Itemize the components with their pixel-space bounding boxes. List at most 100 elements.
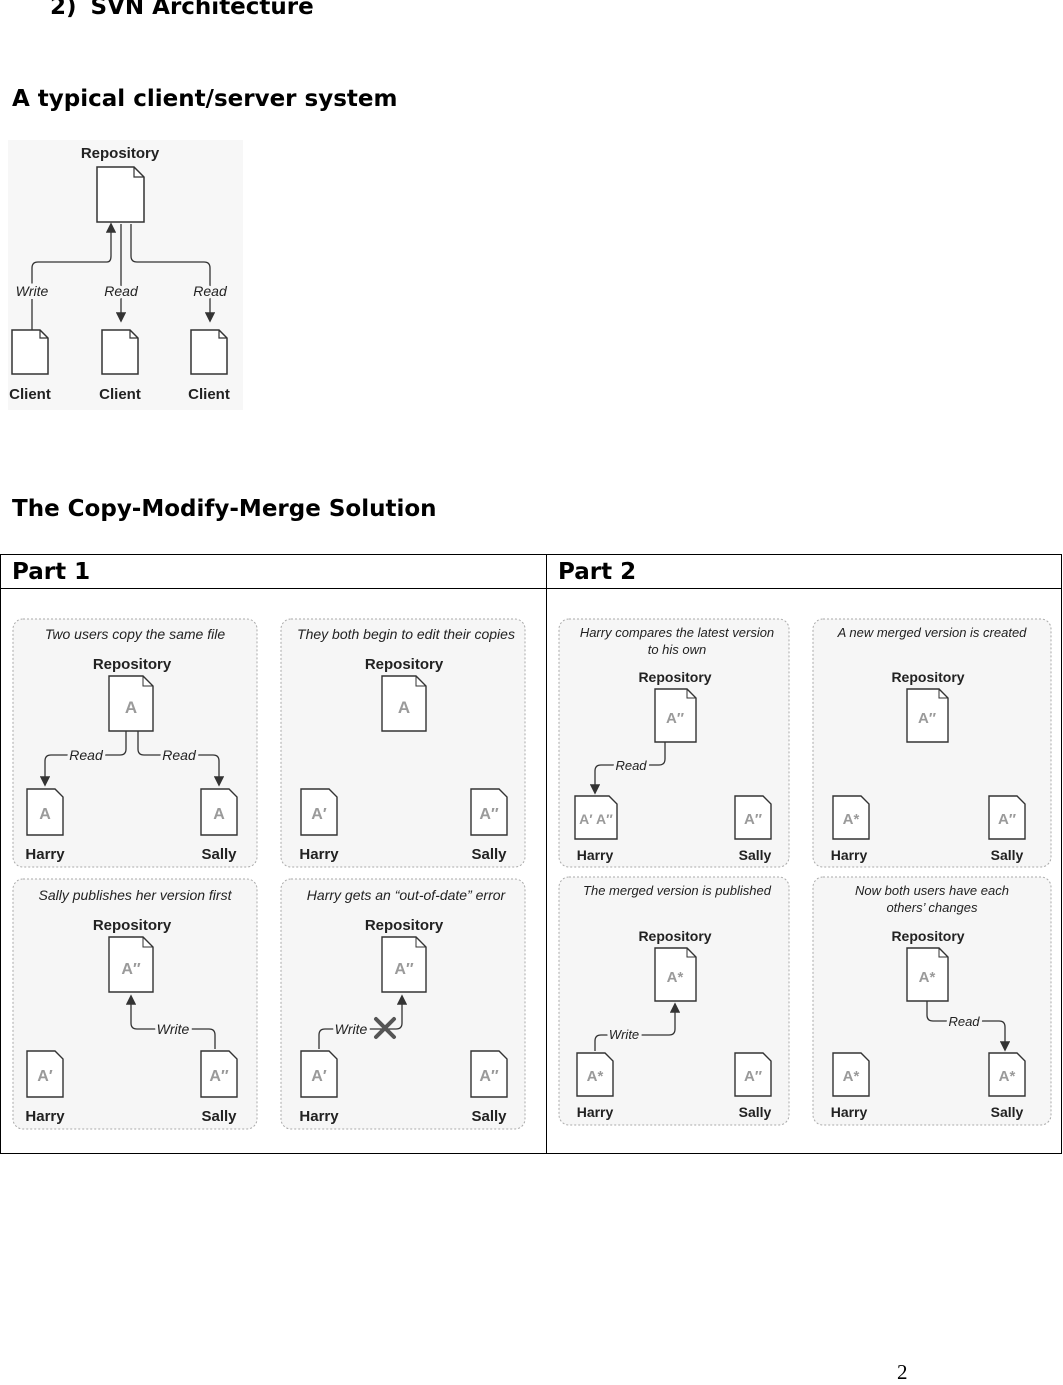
repo-doc-version: A* [919, 969, 936, 986]
write-label: Write [157, 1021, 190, 1037]
panel-merged-published: The merged version is published Reposito… [558, 876, 790, 1126]
section-number: 2) [50, 0, 77, 20]
repo-doc-version: A″ [666, 710, 684, 727]
harry-label: Harry [299, 1108, 339, 1125]
repository-label: Repository [93, 656, 172, 673]
harry-label: Harry [577, 847, 614, 863]
panel-caption: Sally publishes her version first [39, 887, 233, 903]
repo-doc-version: A [125, 698, 137, 717]
panel-caption: A new merged version is created [837, 625, 1028, 640]
read-label-bg: Read [615, 758, 647, 773]
sally-doc-version: A [213, 806, 225, 823]
sally-label: Sally [739, 1104, 772, 1120]
sally-doc-version: A″ [479, 806, 499, 823]
harry-doc-version: A* [843, 811, 860, 828]
sally-label: Sally [991, 1104, 1024, 1120]
panel-caption-line2: others’ changes [886, 900, 978, 915]
repo-doc-version: A* [667, 969, 684, 986]
harry-label: Harry [831, 1104, 868, 1120]
section-title: SVN Architecture [90, 0, 314, 20]
harry-label: Harry [831, 847, 868, 863]
read-label-2: Read [193, 283, 228, 299]
repo-doc-version: A″ [918, 710, 936, 727]
client-doc-icon-3 [190, 329, 228, 375]
part1-header: Part 1 [0, 554, 547, 589]
sally-label: Sally [201, 846, 237, 863]
panel-caption-line1: Harry compares the latest version [580, 625, 774, 640]
write-label: Write [609, 1027, 639, 1042]
client-doc-icon-2 [101, 329, 139, 375]
harry-doc-version: A′ [311, 1068, 327, 1085]
panel-harry-compares: Harry compares the latest version to his… [558, 618, 790, 868]
write-label-text: Write [16, 283, 49, 299]
harry-doc-version: A* [587, 1068, 604, 1085]
harry-label: Harry [577, 1104, 614, 1120]
client-label-2: Client [99, 386, 141, 403]
panel-caption-line2: to his own [648, 642, 707, 657]
copy-modify-merge-table: Part 1 Part 2 Two users copy the same fi… [0, 554, 1062, 1154]
write-label: Write [335, 1021, 368, 1037]
repo-doc-version: A″ [394, 961, 414, 978]
panel-both-have-changes: Now both users have each others’ changes… [812, 876, 1052, 1126]
repository-label: Repository [891, 669, 964, 685]
harry-doc-version: A′ [311, 806, 327, 823]
panel-two-users-copy: Two users copy the same file Repository … [12, 618, 258, 868]
panel-both-edit: They both begin to edit their copies Rep… [280, 618, 526, 868]
repo-doc-version: A″ [121, 961, 141, 978]
read-label-2-bg: Read [193, 283, 228, 299]
harry-label: Harry [299, 846, 339, 863]
client-doc-icon-1 [11, 329, 49, 375]
sally-doc-version: A″ [744, 811, 762, 828]
part2-cell: Harry compares the latest version to his… [546, 588, 1062, 1154]
sally-doc-version: A″ [479, 1068, 499, 1085]
repository-label: Repository [638, 669, 711, 685]
copy-modify-merge-title: The Copy-Modify-Merge Solution [12, 496, 437, 522]
panel-caption: Harry gets an “out-of-date” error [307, 887, 507, 903]
sally-doc-version: A″ [209, 1068, 229, 1085]
harry-doc-version: A [39, 806, 51, 823]
sally-label: Sally [739, 847, 772, 863]
error-x-icon [374, 1017, 396, 1039]
panel-caption: Two users copy the same file [45, 626, 225, 642]
sally-doc-version: A″ [998, 811, 1016, 828]
client-label-3: Client [188, 386, 230, 403]
read-label-right-text: Read [162, 747, 197, 763]
read-label-right: Read [162, 747, 197, 763]
panel-sally-publishes: Sally publishes her version first Reposi… [12, 878, 258, 1130]
read-label-bg: Read [948, 1014, 980, 1029]
harry-doc-version: A* [843, 1068, 860, 1085]
sally-doc-version: A″ [744, 1068, 762, 1085]
panel-merged-created: A new merged version is created Reposito… [812, 618, 1052, 868]
repo-doc-version: A [398, 698, 410, 717]
repository-label: Repository [81, 145, 160, 162]
write-label: Write [16, 283, 49, 299]
part1-cell: Two users copy the same file Repository … [0, 588, 547, 1154]
harry-doc-version: A′ [37, 1068, 53, 1085]
page-number: 2 [897, 1360, 908, 1384]
client-server-title: A typical client/server system [12, 86, 398, 112]
repository-label: Repository [365, 917, 444, 934]
repository-label: Repository [891, 928, 964, 944]
sally-label: Sally [201, 1108, 237, 1125]
panel-out-of-date: Harry gets an “out-of-date” error Reposi… [280, 878, 526, 1130]
read-label-1-bg: Read [104, 283, 139, 299]
section-heading: 2) SVN Architecture [50, 0, 314, 20]
write-label-bg: Write [157, 1021, 190, 1037]
client-server-diagram: Repository Write Write Read Read Read Re… [8, 140, 243, 410]
read-label-left: Read [69, 747, 104, 763]
write-label-bg: Write [335, 1021, 368, 1037]
repository-label: Repository [365, 656, 444, 673]
harry-label: Harry [25, 846, 65, 863]
harry-doc-version: A′ A″ [579, 811, 613, 827]
panel-caption: They both begin to edit their copies [297, 626, 515, 642]
client-label-1: Client [9, 386, 51, 403]
part1-diagram: Two users copy the same file Repository … [12, 618, 526, 1130]
repository-doc-icon [96, 166, 145, 223]
part2-header: Part 2 [546, 554, 1062, 589]
repository-label: Repository [638, 928, 711, 944]
read-label-left-text: Read [69, 747, 104, 763]
repository-label: Repository [93, 917, 172, 934]
sally-doc-version: A* [999, 1068, 1016, 1085]
read-label: Read [948, 1014, 980, 1029]
sally-label: Sally [991, 847, 1024, 863]
